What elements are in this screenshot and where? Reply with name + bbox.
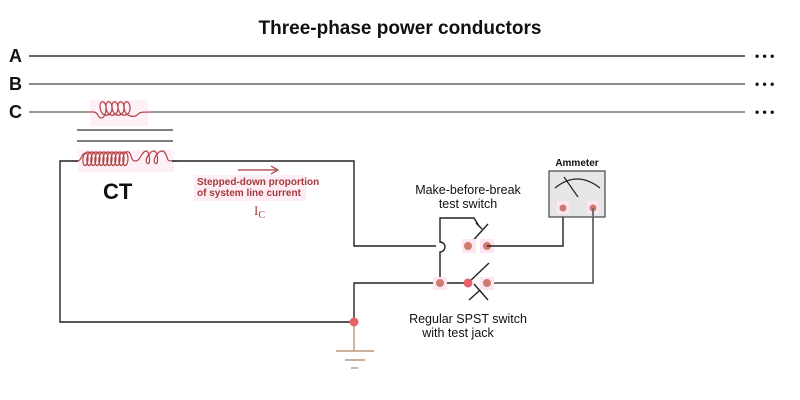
- current-arrow-head-icon: [270, 165, 280, 175]
- ground-junction: [349, 317, 359, 327]
- spst-test-jack-line-2: [473, 283, 489, 301]
- phase-b-conductor: B • • •: [9, 74, 774, 94]
- current-symbol: IC: [254, 203, 265, 221]
- spst-switch-label-2: with test jack: [421, 326, 494, 340]
- ammeter-needle: [563, 176, 579, 198]
- phase-a-label: A: [9, 46, 22, 66]
- ground-symbol: [336, 317, 374, 369]
- mbb-jumper-wire: [439, 217, 480, 283]
- ct-return-wire: [59, 160, 354, 323]
- phase-b-label: B: [9, 74, 22, 94]
- ammeter-terminal-left: [559, 204, 567, 212]
- ammeter: Ammeter: [548, 158, 606, 218]
- ct-output-wire: [172, 160, 436, 247]
- phase-b-ellipsis: • • •: [755, 77, 774, 91]
- current-annotation: Stepped-down proportion of system line c…: [194, 165, 319, 221]
- phase-a-conductor: A • • •: [9, 46, 774, 66]
- phase-a-ellipsis: • • •: [755, 49, 774, 63]
- spst-switch[interactable]: Regular SPST switch with test jack: [353, 262, 527, 340]
- mbb-to-ammeter-wire: [487, 208, 564, 247]
- ammeter-label: Ammeter: [555, 158, 598, 169]
- spst-input-wire: [353, 282, 468, 322]
- make-before-break-switch[interactable]: Make-before-break test switch: [415, 183, 564, 283]
- current-note-line2: of system line current: [197, 188, 302, 199]
- ct-label: CT: [103, 179, 133, 204]
- diagram-title: Three-phase power conductors: [259, 18, 542, 39]
- current-note-line1: Stepped-down proportion: [197, 177, 319, 188]
- ammeter-scale: [554, 178, 601, 189]
- mbb-switch-label-1: Make-before-break: [415, 183, 521, 197]
- phase-c-ellipsis: • • •: [755, 105, 774, 119]
- mbb-switch-label-2: test switch: [439, 197, 497, 211]
- phase-c-conductor: C • • •: [9, 102, 774, 122]
- spst-terminal-left: [463, 278, 473, 288]
- mbb-terminal-left: [464, 242, 472, 250]
- ammeter-return-wire: [487, 208, 594, 284]
- ct-secondary-coil: [72, 150, 179, 172]
- spst-switch-blade[interactable]: [467, 262, 490, 284]
- phase-c-label: C: [9, 102, 22, 122]
- spst-switch-label-1: Regular SPST switch: [409, 312, 527, 326]
- jumper-junction: [436, 279, 444, 287]
- spst-terminal-right: [483, 279, 491, 287]
- ct-primary-coil: [86, 100, 153, 126]
